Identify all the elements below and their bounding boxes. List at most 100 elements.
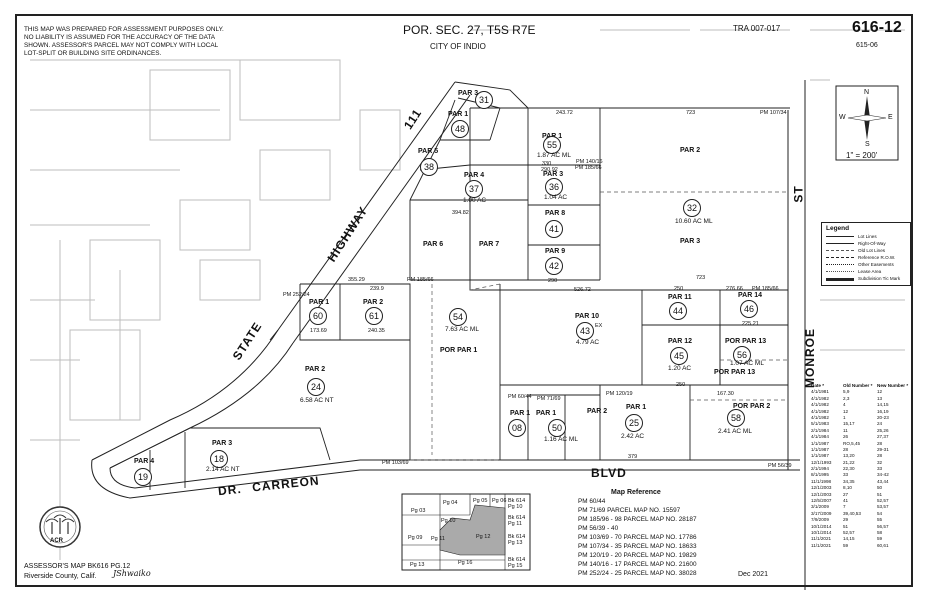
- parcel-number-37: 37: [465, 180, 483, 198]
- table-header-cell: New Number *: [877, 383, 909, 388]
- legend-item: Old Lot Lines: [858, 248, 886, 253]
- parcel-acres-45: 1.20 AC: [668, 365, 692, 372]
- parcel-label-43: PAR 10: [575, 313, 599, 320]
- index-label: Bk 614 Pg 10: [508, 498, 526, 510]
- parcel-acres-43: 4.79 AC: [576, 339, 600, 346]
- index-label: Bk 614 Pg 13: [508, 534, 526, 546]
- dimension-label: PM 56/39: [768, 463, 792, 469]
- dimension-label: 379: [628, 454, 638, 460]
- disclaimer-text: THIS MAP WAS PREPARED FOR ASSESSMENT PUR…: [24, 26, 224, 57]
- dimension-label: PM 252/24: [283, 292, 310, 298]
- legend-swatch-lease: [826, 271, 854, 272]
- table-cell: 2/1/1994: [811, 466, 829, 472]
- parcel-number-19: 19: [134, 468, 152, 486]
- table-cell: 28: [843, 446, 849, 452]
- table-cell: 22,30: [843, 466, 855, 472]
- parcel-acres-18: 2.14 AC NT: [206, 466, 240, 473]
- table-cell: 33: [843, 472, 849, 478]
- table-cell: 4/1/1982: [811, 395, 829, 401]
- table-cell: 12/1/2003: [811, 485, 832, 491]
- table-cell: 28: [877, 453, 883, 459]
- table-cell: 12/1/2003: [811, 491, 832, 497]
- old-lot-lines: [410, 191, 788, 461]
- parcel-number-24: 24: [307, 378, 325, 396]
- index-label: Bk 614 Pg 11: [508, 515, 526, 527]
- table-cell: 59: [843, 542, 849, 548]
- parcel-label-38: PAR 5: [418, 148, 439, 155]
- index-label: Pg 04: [443, 500, 458, 506]
- table-header: Date * Old Number * New Number *: [811, 383, 911, 389]
- legend-swatch-ref-row: [826, 257, 854, 258]
- table-cell: 4/1/1981: [811, 389, 829, 395]
- map-frame: [15, 14, 913, 587]
- dimension-label: 355.29: [348, 277, 365, 283]
- table-cell: 11/1/2021: [811, 536, 832, 542]
- parcel-label-42: PAR 9: [545, 248, 566, 255]
- map-reference-title: Map Reference: [611, 489, 661, 496]
- parcel-label-61: PAR 2: [363, 299, 384, 306]
- parcel-label-25: PAR 1: [626, 404, 647, 411]
- county-label: Riverside County, Calif.: [24, 573, 97, 580]
- table-cell: 58: [877, 529, 883, 535]
- table-cell: 14,15: [877, 402, 889, 408]
- table-cell: 12: [877, 389, 883, 395]
- parcel-number-50: 50: [548, 419, 566, 437]
- parcel-label-46: PAR 14: [738, 292, 762, 299]
- parcel-number-08: 08: [508, 419, 526, 437]
- legend-item: Reference R.O.W.: [858, 255, 896, 260]
- table-cell: 1/1/1987: [811, 446, 829, 452]
- parcel-label-60: PAR 1: [309, 299, 330, 306]
- table-cell: 7: [843, 504, 846, 510]
- highway-111-lines: [91, 81, 471, 469]
- parcel-label-31: PAR 3: [458, 90, 479, 97]
- parcel-acres-36: 1.04 AC: [544, 194, 568, 201]
- dimension-label: PM 140/16: [576, 159, 603, 165]
- parcel-label-par6: PAR 6: [423, 241, 444, 248]
- table-cell: 4/1/1984: [811, 434, 829, 440]
- index-label: Pg 09: [408, 535, 423, 541]
- dimension-label: 330: [542, 161, 552, 167]
- dr-carreon-lines: [91, 459, 800, 499]
- map-reference-item: PM 120/19 - 20 PARCEL MAP NO. 19829: [578, 552, 697, 559]
- table-cell: 29: [843, 517, 849, 523]
- parcel-number-32: 32: [683, 199, 701, 217]
- dimension-label: 173.69: [310, 328, 327, 334]
- index-label: Bk 614 Pg 15: [508, 557, 526, 569]
- index-label: Pg 13: [410, 562, 425, 568]
- index-label: Pg 06: [492, 498, 507, 504]
- table-cell: 4/1/1982: [811, 414, 829, 420]
- parcel-number-36: 36: [545, 178, 563, 196]
- parcel-label-45: PAR 12: [668, 338, 692, 345]
- county-seal: [39, 506, 81, 548]
- parcel-label-41: PAR 8: [545, 210, 566, 217]
- index-label: Pg 10: [441, 518, 456, 524]
- map-reference-item: PM 56/39 - 40: [578, 525, 619, 532]
- west-label: W: [839, 114, 846, 121]
- table-cell: 51: [843, 523, 849, 529]
- table-cell: 2,3: [843, 395, 850, 401]
- parcel-number-25: 25: [625, 414, 643, 432]
- table-cell: 52,57: [877, 498, 889, 504]
- table-cell: 4/1/1982: [811, 408, 829, 414]
- parcel-number-31: 31: [475, 91, 493, 109]
- table-cell: 7/9/2009: [811, 517, 829, 523]
- dr-label: DR.: [217, 481, 243, 499]
- parcel-label-56: POR PAR 13: [725, 338, 767, 345]
- index-label: Pg 05: [473, 498, 488, 504]
- scale-label: 1" = 200': [846, 151, 878, 160]
- legend-swatch-old-lot: [826, 250, 854, 251]
- legend-title: Legend: [826, 225, 850, 232]
- table-cell: 53,57: [877, 504, 889, 510]
- table-cell: 60,61: [877, 542, 889, 548]
